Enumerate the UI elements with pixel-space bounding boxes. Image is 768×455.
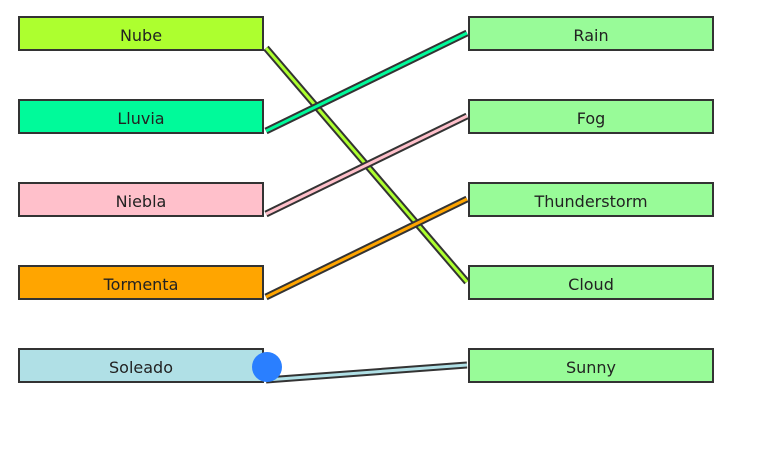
left-item-soleado[interactable]: Soleado [18,348,264,383]
right-item-cloud[interactable]: Cloud [468,265,714,300]
left-item-nube[interactable]: Nube [18,16,264,51]
connection-line [265,31,468,133]
right-item-rain[interactable]: Rain [468,16,714,51]
right-item-thunderstorm[interactable]: Thunderstorm [468,182,714,217]
connection-line [265,197,468,299]
left-item-tormenta[interactable]: Tormenta [18,265,264,300]
left-item-niebla[interactable]: Niebla [18,182,264,217]
right-item-fog[interactable]: Fog [468,99,714,134]
connection-line [265,114,468,216]
connection-line [265,363,468,382]
left-item-lluvia[interactable]: Lluvia [18,99,264,134]
drag-handle[interactable] [252,352,282,382]
right-item-sunny[interactable]: Sunny [468,348,714,383]
